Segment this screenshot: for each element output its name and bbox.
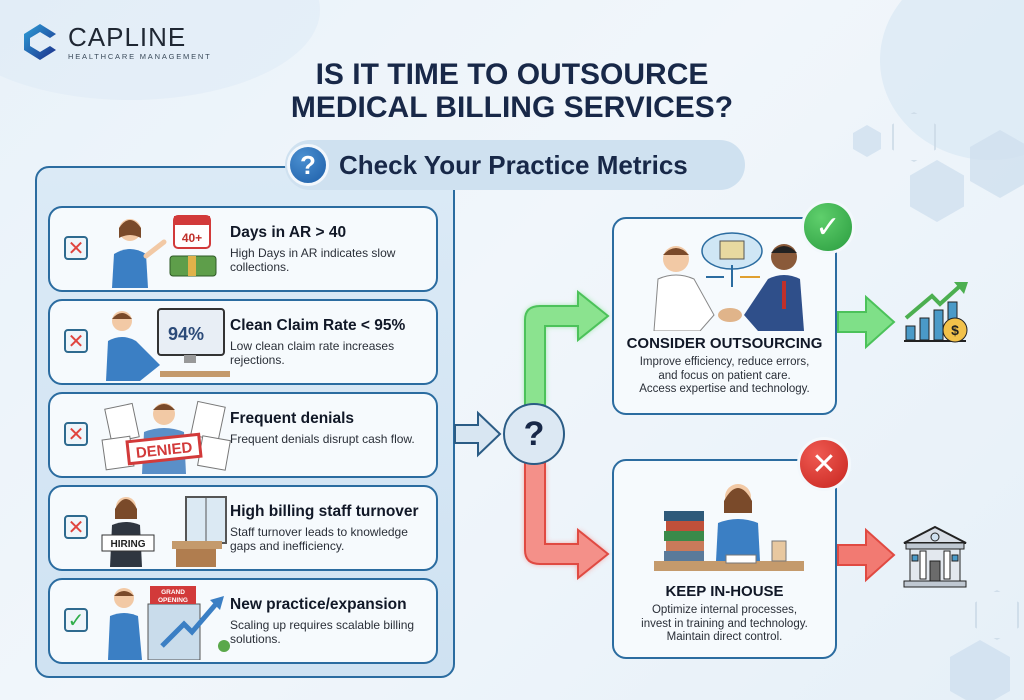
metric-title: Clean Claim Rate < 95%: [230, 317, 406, 334]
inhouse-result-arrow: [837, 527, 896, 583]
metric-title: New practice/expansion: [230, 596, 407, 613]
svg-text:HIRING: HIRING: [111, 539, 146, 550]
metric-card-days-in-ar: ✕ 40+ Days in AR > 40 High Days in AR in…: [48, 206, 438, 292]
page-title: IS IT TIME TO OUTSOURCE MEDICAL BILLING …: [0, 58, 1024, 124]
computer-claim-rate-illustration: 94%: [100, 305, 232, 381]
check-badge-icon: ✓: [801, 200, 855, 254]
hiring-revolving-door-illustration: HIRING: [100, 491, 232, 567]
cross-icon: ✕: [64, 236, 88, 260]
check-icon: ✓: [64, 608, 88, 632]
cross-icon: ✕: [64, 422, 88, 446]
outcome-description: Optimize internal processes, invest in t…: [641, 604, 808, 643]
metric-description: Scaling up requires scalable billing sol…: [230, 618, 415, 646]
cross-icon: ✕: [64, 329, 88, 353]
capline-logo-mark-icon: [20, 22, 60, 62]
metrics-header: ? Check Your Practice Metrics: [285, 140, 745, 190]
brand-tagline: HEALTHCARE MANAGEMENT: [68, 51, 212, 61]
growth-chart-dollar-icon: $: [902, 280, 972, 348]
handshake-cloud-illustration: [614, 219, 835, 332]
metric-title: High billing staff turnover: [230, 503, 419, 520]
svg-text:94%: 94%: [168, 324, 204, 344]
capline-logo: CAPLINE HEALTHCARE MANAGEMENT: [20, 22, 212, 62]
question-icon: ?: [287, 144, 329, 186]
svg-text:GRAND: GRAND: [161, 589, 185, 596]
grand-opening-growth-illustration: GRAND OPENING: [100, 584, 232, 661]
metrics-header-title: Check Your Practice Metrics: [339, 149, 688, 180]
outcome-title: CONSIDER OUTSOURCING: [626, 335, 823, 352]
consider-outsourcing-card: CONSIDER OUTSOURCING Improve efficiency,…: [612, 217, 837, 415]
bank-building-icon: [902, 525, 968, 589]
metric-title: Days in AR > 40: [230, 224, 347, 241]
red-path-arrow: [524, 462, 610, 581]
keep-in-house-card: KEEP IN-HOUSE Optimize internal processe…: [612, 459, 837, 659]
page-title-line2: MEDICAL BILLING SERVICES?: [290, 91, 734, 124]
metric-description: Low clean claim rate increases rejection…: [230, 339, 395, 367]
outcome-title: KEEP IN-HOUSE: [665, 583, 784, 600]
nurse-calendar-money-illustration: 40+: [100, 212, 232, 288]
svg-text:DENIED: DENIED: [135, 439, 193, 462]
svg-text:$: $: [951, 322, 959, 338]
brand-name: CAPLINE: [68, 21, 187, 52]
background-hexagon: [892, 112, 936, 162]
decision-question-icon: ?: [503, 403, 565, 465]
svg-text:40+: 40+: [182, 231, 202, 245]
stressed-denied-papers-illustration: DENIED: [100, 398, 232, 474]
metric-card-staff-turnover: ✕ HIRING High billing staff turnover Sta…: [48, 485, 438, 571]
metric-card-frequent-denials: ✕ DENIED Frequent denials Frequent denia…: [48, 392, 438, 478]
panel-to-decision-arrow: [454, 410, 502, 458]
cross-badge-icon: ✕: [797, 437, 851, 491]
desk-worker-illustration: [614, 461, 835, 579]
metric-description: High Days in AR indicates slow collectio…: [230, 246, 396, 274]
metric-card-clean-claim-rate: ✕ 94% Clean Claim Rate < 95% Low clean c…: [48, 299, 438, 385]
outcome-description: Improve efficiency, reduce errors, and f…: [639, 356, 810, 395]
metric-card-new-practice: ✓ GRAND OPENING New practice/expansion S…: [48, 578, 438, 664]
metric-title: Frequent denials: [230, 410, 355, 427]
outsourcing-result-arrow: [837, 294, 896, 350]
background-hexagon: [975, 590, 1019, 640]
cross-icon: ✕: [64, 515, 88, 539]
green-path-arrow: [524, 289, 610, 406]
metric-description: Frequent denials disrupt cash flow.: [230, 432, 415, 446]
page-title-line1: IS IT TIME TO OUTSOURCE: [315, 58, 709, 91]
svg-text:OPENING: OPENING: [158, 597, 188, 604]
metric-description: Staff turnover leads to knowledge gaps a…: [230, 525, 408, 553]
background-hexagon: [853, 125, 881, 157]
